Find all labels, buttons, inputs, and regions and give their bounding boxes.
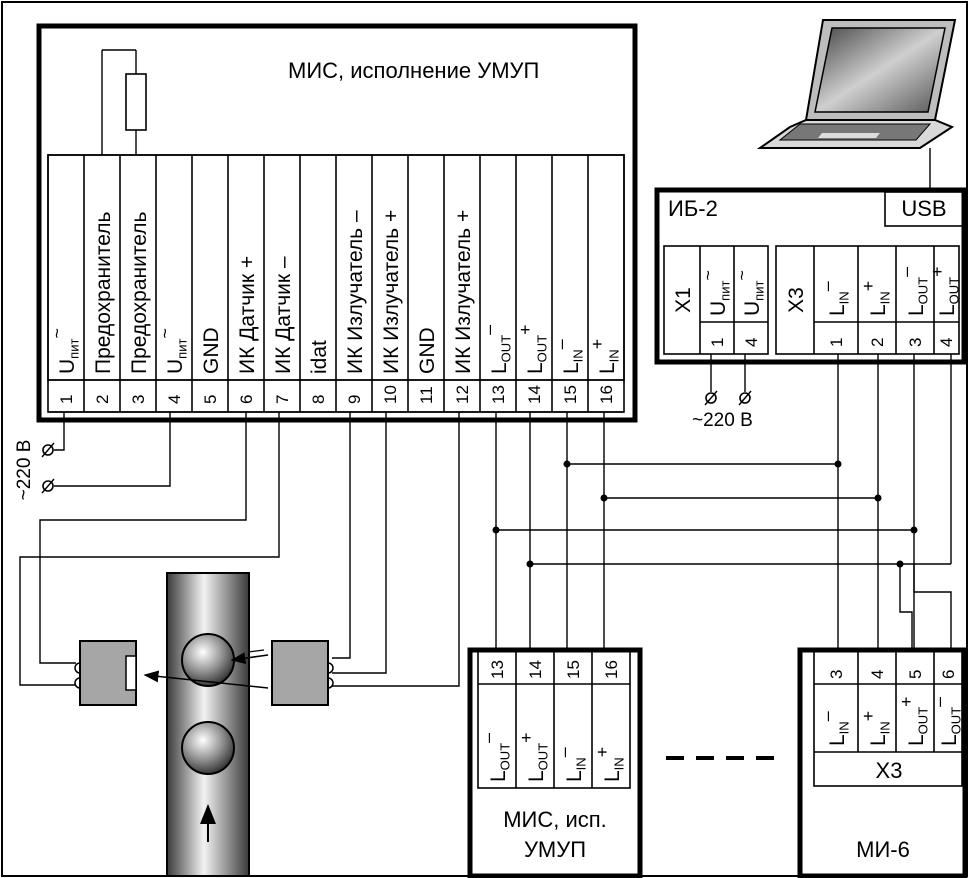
mi6-pin-label: LIN+ <box>858 711 893 746</box>
ib2-x1-pin-number: 1 <box>708 338 727 347</box>
mis-small-pin-number: 16 <box>602 660 621 679</box>
main-pin-label: Предохранитель <box>92 212 115 374</box>
main-pin-number: 4 <box>165 395 184 404</box>
main-pin-label: GND <box>416 327 439 374</box>
fuse-icon <box>101 49 147 155</box>
main-pin-label: idat <box>308 340 331 374</box>
main-pin-number: 16 <box>597 385 616 404</box>
mi6-pin-label: LOUT– <box>929 697 964 746</box>
mi6-pin-label: LOUT+ <box>896 696 931 746</box>
usb-label: USB <box>901 196 946 221</box>
main-pin-number: 14 <box>525 385 544 404</box>
main-voltage: ~220 В <box>14 440 35 501</box>
main-pin-label: LOUT+ <box>515 324 550 374</box>
ib2-x3-pin-label: LIN– <box>817 281 852 316</box>
ib2-x3-pin-number: 2 <box>868 338 887 347</box>
main-pin-label: LIN+ <box>587 339 622 374</box>
ib2-x3-label: X3 <box>785 287 808 313</box>
mis-small-pin-number: 14 <box>526 660 545 679</box>
main-pin-number: 6 <box>237 395 256 404</box>
mis-small-pin-number: 15 <box>564 660 583 679</box>
main-pin-label: LOUT– <box>479 325 514 374</box>
ib2-x3-pin-number: 1 <box>827 338 846 347</box>
main-pin-number: 7 <box>273 395 292 404</box>
ib2-x3-pin-label: LOUT– <box>896 267 931 316</box>
mis-small-pin-label: LIN+ <box>592 747 627 782</box>
ib2-x3-pin-number: 4 <box>937 338 956 347</box>
ib2-power-terminals: ~220 В <box>692 354 753 431</box>
mi6-title: МИ-6 <box>856 837 910 862</box>
ball-icon <box>181 721 235 775</box>
ib2-block: ИБ-2 USB X1 X3 1 Uпит~ 4 Uпит~ 1 LIN– 2 LIN+ 3 LO… <box>654 187 967 365</box>
mi6-pin-number: 3 <box>827 670 846 679</box>
main-pin-number: 9 <box>345 395 364 404</box>
main-pin-number: 15 <box>561 385 580 404</box>
mi6-x3-label: X3 <box>876 758 903 783</box>
ib2-x1-pin-label: Uпит~ <box>732 270 767 316</box>
ib2-x3-pin-number: 3 <box>906 338 925 347</box>
ib2-x1-label: X1 <box>672 287 695 313</box>
main-power-terminals: ~220 В <box>14 412 171 501</box>
main-pin-label: ИК Излучатель + <box>452 210 475 374</box>
ir-sensor-icon <box>74 640 137 706</box>
ball-icon <box>181 633 235 687</box>
mi6-pin-number: 4 <box>868 670 887 679</box>
mi6-pin-number: 5 <box>906 670 925 679</box>
main-pin-label: Uпит~ <box>155 328 190 374</box>
main-pin-label: GND <box>200 327 223 374</box>
conveyor-tube-icon <box>166 572 250 877</box>
main-pin-number: 1 <box>57 395 76 404</box>
main-pin-number: 11 <box>417 386 436 404</box>
ib2-x3-pin-label: LOUT+ <box>927 266 962 316</box>
main-pin-label: ИК Датчик – <box>272 256 295 374</box>
main-pin-label: Предохранитель <box>128 212 151 374</box>
mis-small-pin-number: 13 <box>488 660 507 679</box>
sensor-wiring <box>19 412 460 687</box>
mis-small-pin-label: LOUT+ <box>516 732 551 782</box>
line-bus <box>492 354 952 650</box>
mis-small-title-line2: УМУП <box>524 837 586 862</box>
mis-small-pin-label: LIN– <box>554 747 589 782</box>
ib2-x1-connector <box>663 245 769 355</box>
main-mis-block: МИС, исполнение УМУП 1 Uпит~ 2 Предохраните… <box>36 23 638 423</box>
ib2-title: ИБ-2 <box>668 196 718 221</box>
main-pin-label: ИК Излучатель – <box>344 210 367 374</box>
ir-emitter-icon <box>143 640 334 706</box>
main-pin-number: 13 <box>489 385 508 404</box>
ib2-x1-pin-label: Uпит~ <box>698 270 733 316</box>
main-pin-number: 12 <box>453 385 472 404</box>
main-pin-number: 2 <box>93 395 112 404</box>
main-pin-label: LIN– <box>551 339 586 374</box>
ib2-x3-pin-label: LIN+ <box>858 281 893 316</box>
ib2-x1-pin-number: 4 <box>742 338 761 347</box>
mi6-pin-number: 6 <box>939 670 958 679</box>
laptop-icon <box>756 19 957 190</box>
main-pin-label: ИК Датчик + <box>236 256 259 374</box>
mi6-pin-label: LIN– <box>817 711 852 746</box>
mis-small-title-line1: МИС, исп. <box>503 807 607 832</box>
usb-port-box <box>884 191 964 227</box>
ib2-x3-connector <box>775 245 960 355</box>
main-pin-number: 8 <box>309 395 328 404</box>
main-pin-strip: 1 Uпит~ 2 Предохранитель 3 Предохранитель 4 Uпи… <box>47 154 625 413</box>
ib2-voltage: ~220 В <box>692 410 753 431</box>
main-pin-number: 10 <box>381 385 400 404</box>
mis-small-pin-label: LOUT– <box>478 733 513 782</box>
main-pin-number: 3 <box>129 395 148 404</box>
main-pin-label: Uпит~ <box>47 328 82 374</box>
main-pin-number: 5 <box>201 395 220 404</box>
main-block-title: МИС, исполнение УМУП <box>288 58 539 83</box>
main-pin-label: ИК Излучатель + <box>380 210 403 374</box>
